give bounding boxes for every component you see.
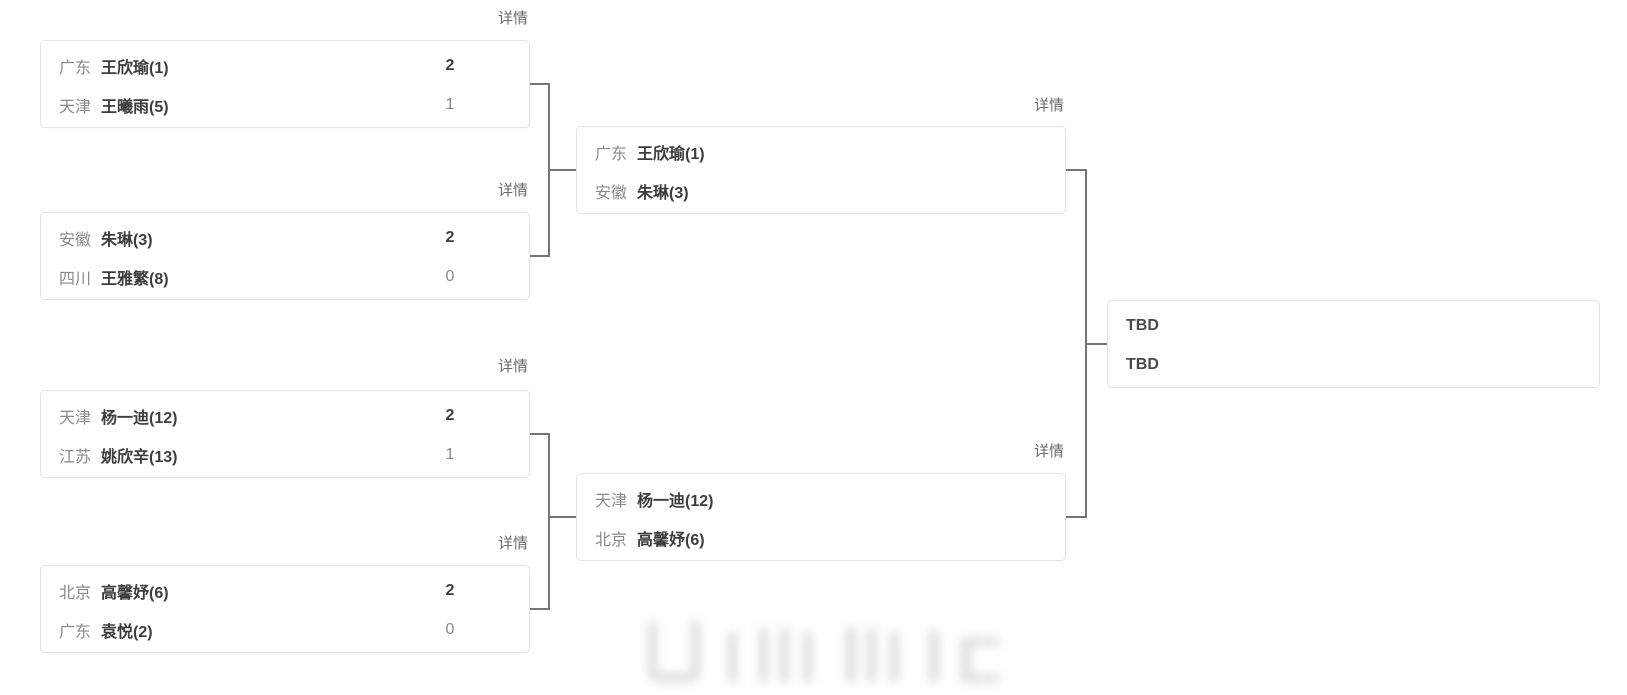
player-name: 朱琳(3)	[101, 231, 153, 249]
player-row: 北京 高馨妤(6)	[577, 518, 1065, 557]
watermark-mark	[867, 628, 876, 682]
player-name: TBD	[1126, 355, 1159, 373]
player-row: 安徽 朱琳(3)	[577, 171, 1065, 210]
player-score: 0	[445, 620, 455, 638]
player-row: TBD	[1108, 306, 1599, 345]
player-score: 2	[445, 56, 455, 74]
player-row: 安徽 朱琳(3) 2	[41, 218, 529, 257]
player-name: 姚欣辛(13)	[101, 448, 178, 466]
player-name: TBD	[1126, 316, 1159, 334]
player-score: 2	[445, 406, 455, 424]
player-province: 广东	[59, 59, 92, 77]
match-card-qf3: 天津 杨一迪(12) 2 江苏 姚欣辛(13) 1	[40, 390, 530, 478]
player-score: 2	[445, 581, 455, 599]
player-name: 朱琳(3)	[637, 184, 689, 202]
details-link[interactable]: 详情	[1033, 443, 1064, 460]
watermark-mark	[728, 632, 737, 682]
player-province: 北京	[59, 584, 92, 602]
player-province: 天津	[59, 98, 92, 116]
details-link[interactable]: 详情	[497, 10, 528, 27]
bracket-connector	[1066, 169, 1085, 171]
player-row: 天津 王曦雨(5) 1	[41, 85, 529, 124]
match-card-sf1: 广东 王欣瑜(1) 安徽 朱琳(3)	[576, 126, 1066, 214]
bracket-connector	[548, 516, 576, 518]
bracket-connector	[530, 433, 550, 435]
bracket-connector	[530, 83, 550, 85]
bracket-connector	[530, 255, 550, 257]
player-name: 袁悦(2)	[101, 623, 153, 641]
player-name: 高馨妤(6)	[101, 584, 169, 602]
player-province: 广东	[59, 623, 92, 641]
bracket-connector	[548, 433, 550, 610]
player-name: 王曦雨(5)	[101, 98, 169, 116]
player-score: 0	[445, 267, 455, 285]
player-row: 天津 杨一迪(12)	[577, 479, 1065, 518]
watermark-mark	[780, 628, 789, 682]
match-card-final: TBD TBD	[1107, 300, 1600, 388]
player-name: 高馨妤(6)	[637, 531, 705, 549]
details-link[interactable]: 详情	[497, 535, 528, 552]
player-province: 四川	[59, 270, 92, 288]
watermark-mark	[846, 628, 856, 682]
match-card-qf2: 安徽 朱琳(3) 2 四川 王雅繁(8) 0	[40, 212, 530, 300]
player-row: 天津 杨一迪(12) 2	[41, 396, 529, 435]
player-row: 江苏 姚欣辛(13) 1	[41, 435, 529, 474]
player-name: 王欣瑜(1)	[101, 59, 169, 77]
player-row: 广东 袁悦(2) 0	[41, 610, 529, 649]
player-name: 王雅繁(8)	[101, 270, 169, 288]
watermark-mark	[890, 632, 899, 682]
player-score: 2	[445, 228, 455, 246]
match-card-qf1: 广东 王欣瑜(1) 2 天津 王曦雨(5) 1	[40, 40, 530, 128]
player-row: 广东 王欣瑜(1) 2	[41, 46, 529, 85]
player-name: 杨一迪(12)	[637, 492, 714, 510]
player-row: 四川 王雅繁(8) 0	[41, 257, 529, 296]
bracket-connector	[530, 608, 550, 610]
player-row: 北京 高馨妤(6) 2	[41, 571, 529, 610]
watermark-mark	[803, 632, 812, 682]
player-name: 杨一迪(12)	[101, 409, 178, 427]
player-province: 天津	[59, 409, 92, 427]
match-card-sf2: 天津 杨一迪(12) 北京 高馨妤(6)	[576, 473, 1066, 561]
player-row: 广东 王欣瑜(1)	[577, 132, 1065, 171]
match-card-qf4: 北京 高馨妤(6) 2 广东 袁悦(2) 0	[40, 565, 530, 653]
player-row: TBD	[1108, 345, 1599, 384]
player-province: 安徽	[59, 231, 92, 249]
bracket-connector	[1085, 343, 1107, 345]
player-score: 1	[445, 445, 455, 463]
watermark-mark	[929, 630, 939, 682]
details-link[interactable]: 详情	[1033, 97, 1064, 114]
details-link[interactable]: 详情	[497, 358, 528, 375]
watermark-mark	[759, 628, 768, 682]
player-province: 广东	[595, 145, 628, 163]
player-province: 北京	[595, 531, 628, 549]
player-name: 王欣瑜(1)	[637, 145, 705, 163]
watermark-mark	[961, 638, 999, 682]
bracket-connector	[1066, 516, 1085, 518]
watermark	[648, 618, 1058, 682]
player-score: 1	[445, 95, 455, 113]
watermark-mark	[648, 621, 700, 682]
player-province: 安徽	[595, 184, 628, 202]
player-province: 江苏	[59, 448, 92, 466]
bracket-connector	[548, 169, 576, 171]
player-province: 天津	[595, 492, 628, 510]
details-link[interactable]: 详情	[497, 182, 528, 199]
